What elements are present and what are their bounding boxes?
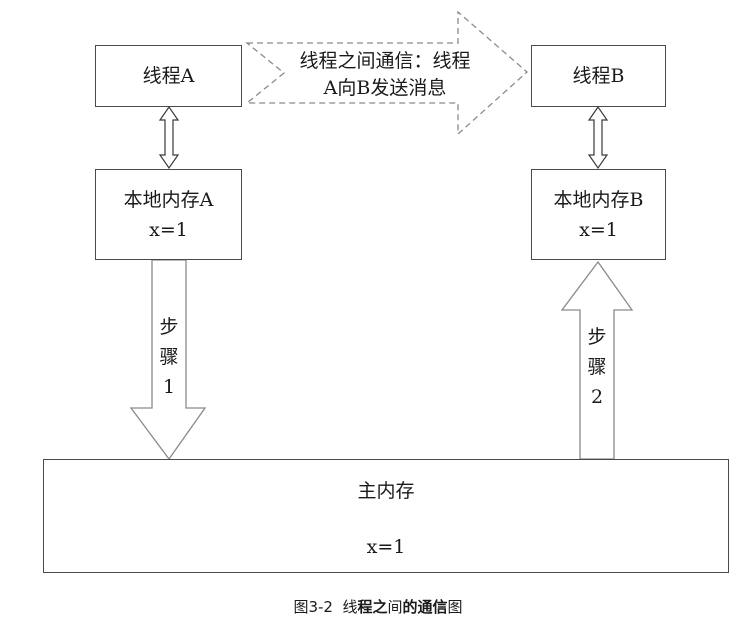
caption-part5: 图 xyxy=(447,598,463,616)
thread-b-title: 线程B xyxy=(572,65,625,87)
caption-part1: 线 xyxy=(342,598,358,616)
thread-b-box: 线程B xyxy=(531,45,666,107)
step1-label: 步 骤 1 xyxy=(157,312,181,402)
communication-label-line2: A向B发送消息 xyxy=(323,77,447,99)
step1-arrow xyxy=(129,259,207,461)
double-arrow-b xyxy=(587,105,609,170)
local-memory-b-title: 本地内存B xyxy=(553,188,644,211)
local-memory-b-value: x=1 xyxy=(579,218,618,241)
figure-caption: 图3-2 线程之间的通信图 xyxy=(0,596,756,617)
step2-char-1: 步 xyxy=(587,326,607,348)
main-memory-box: 主内存 x=1 xyxy=(43,459,729,573)
step2-label: 步 骤 2 xyxy=(585,322,609,412)
communication-label-line1: 线程之间通信：线程 xyxy=(299,50,471,72)
step2-char-2: 骤 xyxy=(587,356,607,378)
local-memory-a-box: 本地内存A x=1 xyxy=(95,169,242,260)
step2-char-3: 2 xyxy=(590,386,604,408)
double-arrow-a xyxy=(158,105,180,170)
step1-char-3: 1 xyxy=(162,376,176,398)
caption-part4: 的通信 xyxy=(402,598,448,616)
step1-char-2: 骤 xyxy=(159,346,179,368)
communication-label: 线程之间通信：线程 A向B发送消息 xyxy=(270,48,500,102)
local-memory-b-box: 本地内存B x=1 xyxy=(531,169,666,260)
local-memory-a-title: 本地内存A xyxy=(123,188,214,211)
step1-char-1: 步 xyxy=(159,316,179,338)
main-memory-title: 主内存 xyxy=(357,480,415,502)
communication-arrow xyxy=(245,10,528,136)
local-memory-a-value: x=1 xyxy=(149,218,188,241)
caption-prefix: 图3-2 xyxy=(293,598,333,616)
thread-a-title: 线程A xyxy=(142,65,195,87)
caption-part3: 间 xyxy=(387,598,403,616)
caption-part2: 程之 xyxy=(357,598,388,616)
main-memory-value: x=1 xyxy=(366,536,406,558)
thread-a-box: 线程A xyxy=(95,45,242,107)
